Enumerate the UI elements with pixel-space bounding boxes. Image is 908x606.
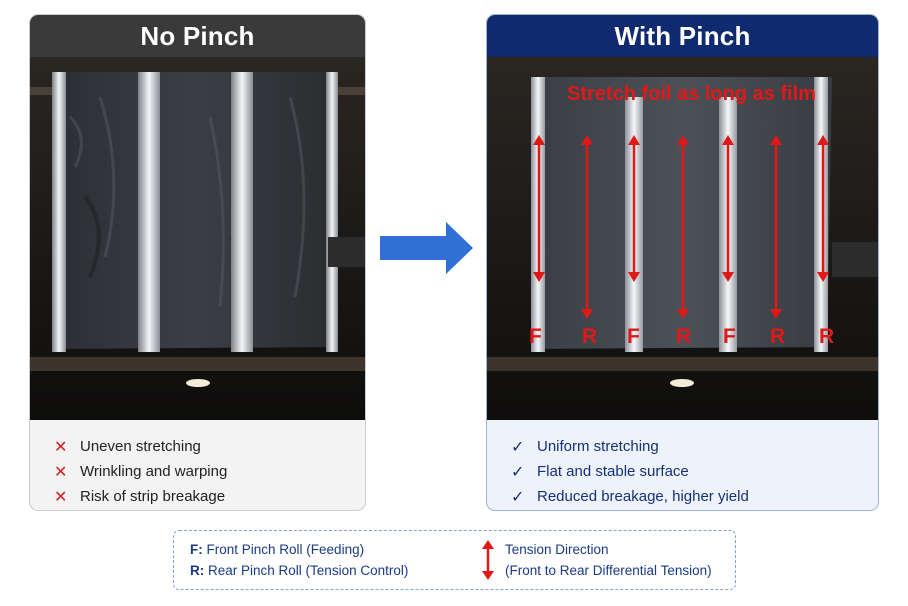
with-pinch-photo: Stretch foil as long as film F R F R F R… [487,57,878,420]
tension-arrow-head-down [628,272,640,282]
tension-arrow-head-up [533,135,545,145]
legend-box: F: Front Pinch Roll (Feeding) R: Rear Pi… [173,530,736,590]
list-item: ✓ Reduced breakage, higher yield [511,488,749,506]
no-pinch-bullets: ✕ Uneven stretching ✕ Wrinkling and warp… [30,420,365,509]
tension-arrow-head-up [581,135,593,145]
with-pinch-bullets: ✓ Uniform stretching ✓ Flat and stable s… [487,420,878,509]
roll-label: F [723,325,736,348]
roll-label: F [529,325,542,348]
roll-label: R [819,325,835,348]
legend-tension-sub: (Front to Rear Differential Tension) [505,563,712,578]
tension-arrow-head-up [722,135,734,145]
list-item: ✕ Uneven stretching [54,438,201,456]
with-pinch-panel: With Pinch [487,15,878,510]
tension-arrow-head-up [628,135,640,145]
x-icon: ✕ [54,488,68,506]
no-pinch-panel: No Pinch [30,15,365,510]
check-icon: ✓ [511,463,525,481]
tension-arrows [533,135,829,319]
tension-arrow-head-up [677,135,689,145]
double-arrow-icon [482,540,494,580]
overlay-caption: Stretch foil as long as film [567,83,816,105]
tension-arrow-head-down [533,272,545,282]
list-item: ✓ Flat and stable surface [511,463,689,481]
tension-arrow-head-up [770,135,782,145]
with-pinch-title: With Pinch [487,15,878,57]
list-item: ✓ Uniform stretching [511,438,659,456]
tension-arrow-head-down [770,309,782,319]
tension-arrow-head-down [817,272,829,282]
roll-label: R [676,325,692,348]
check-icon: ✓ [511,438,525,456]
check-icon: ✓ [511,488,525,506]
x-icon: ✕ [54,463,68,481]
tension-arrow-head-up [817,135,829,145]
list-item: ✕ Wrinkling and warping [54,463,228,481]
tension-arrow-head-down [581,309,593,319]
roll-label: R [582,325,598,348]
legend-rear-roll: R: Rear Pinch Roll (Tension Control) [190,563,409,578]
legend-tension-title: Tension Direction [505,542,609,557]
right-arrow-icon [380,222,473,274]
tension-arrow-head-down [677,309,689,319]
no-pinch-title: No Pinch [30,15,365,57]
list-item: ✕ Risk of strip breakage [54,488,226,506]
roll-label: F [627,325,640,348]
tension-arrow-head-down [722,272,734,282]
roll-label: R [770,325,786,348]
no-pinch-photo [30,57,365,420]
legend-front-roll: F: Front Pinch Roll (Feeding) [190,542,365,557]
x-icon: ✕ [54,438,68,456]
